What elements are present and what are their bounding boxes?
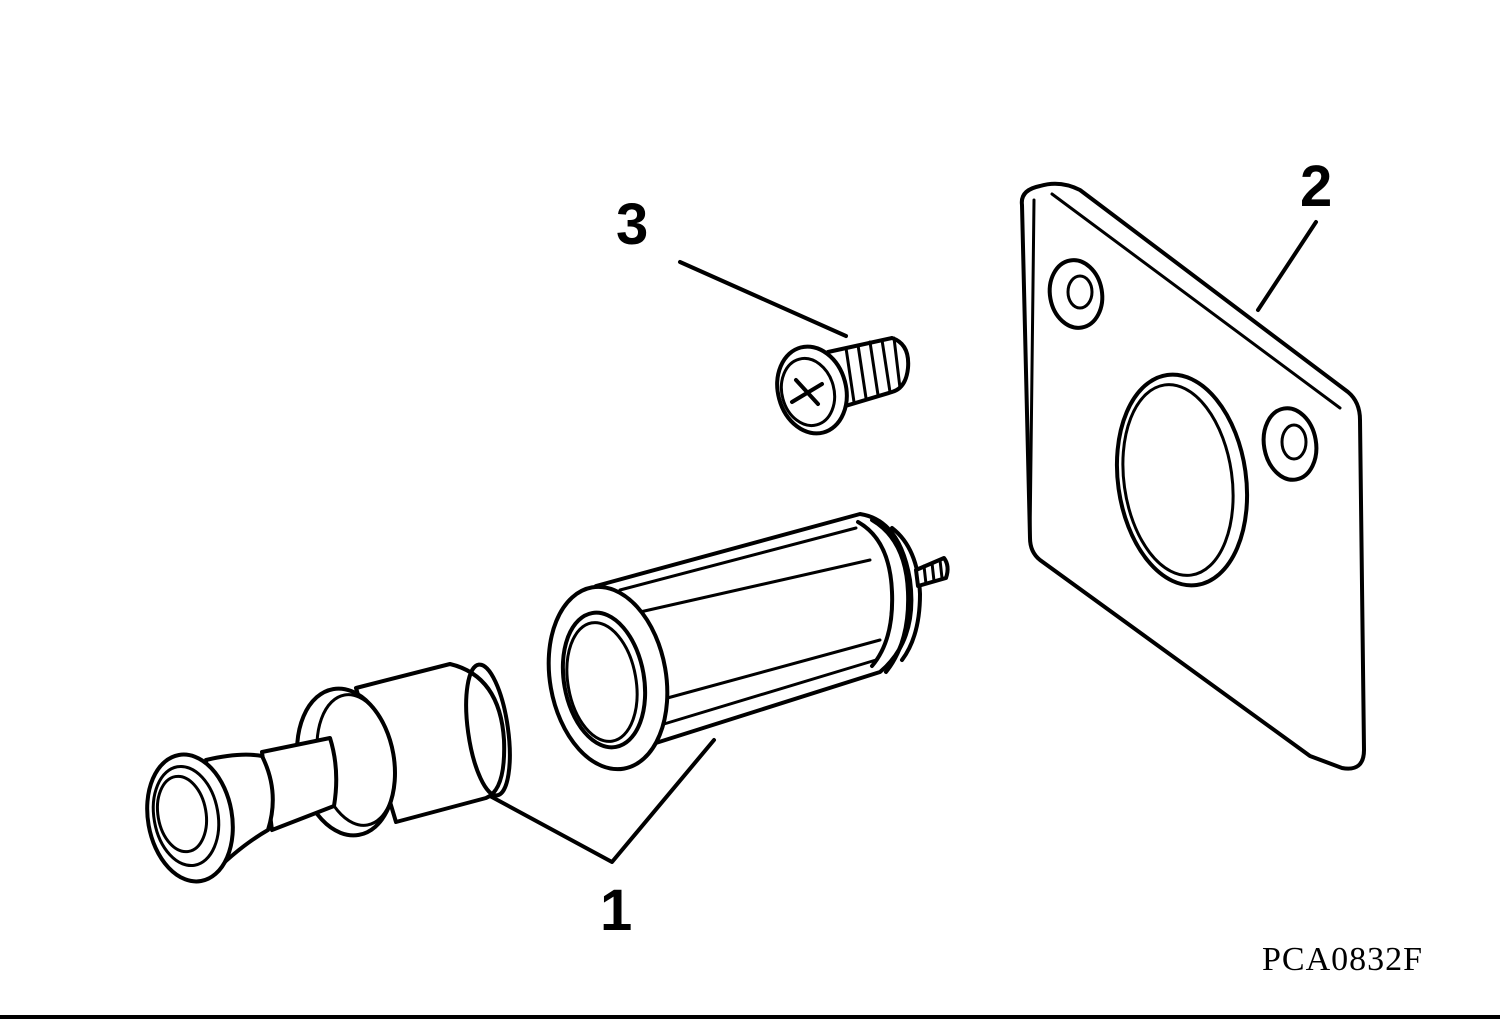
leader-line-1	[488, 738, 716, 864]
callout-1: 1	[600, 878, 632, 943]
mounting-plate	[1019, 181, 1366, 771]
plate-hole-upper	[1047, 258, 1105, 330]
callout-2: 2	[1300, 154, 1332, 219]
callout-3: 3	[616, 192, 648, 257]
plate-center-opening	[1114, 372, 1250, 588]
phillips-screw	[775, 336, 911, 436]
figure-reference: PCA0832F	[1262, 941, 1423, 978]
lighter-socket	[546, 512, 950, 772]
leader-lines	[488, 220, 1318, 864]
leader-line-3	[678, 260, 848, 338]
lighter-element	[145, 662, 512, 884]
leader-line-2	[1256, 220, 1318, 312]
plate-hole-lower	[1261, 406, 1319, 482]
